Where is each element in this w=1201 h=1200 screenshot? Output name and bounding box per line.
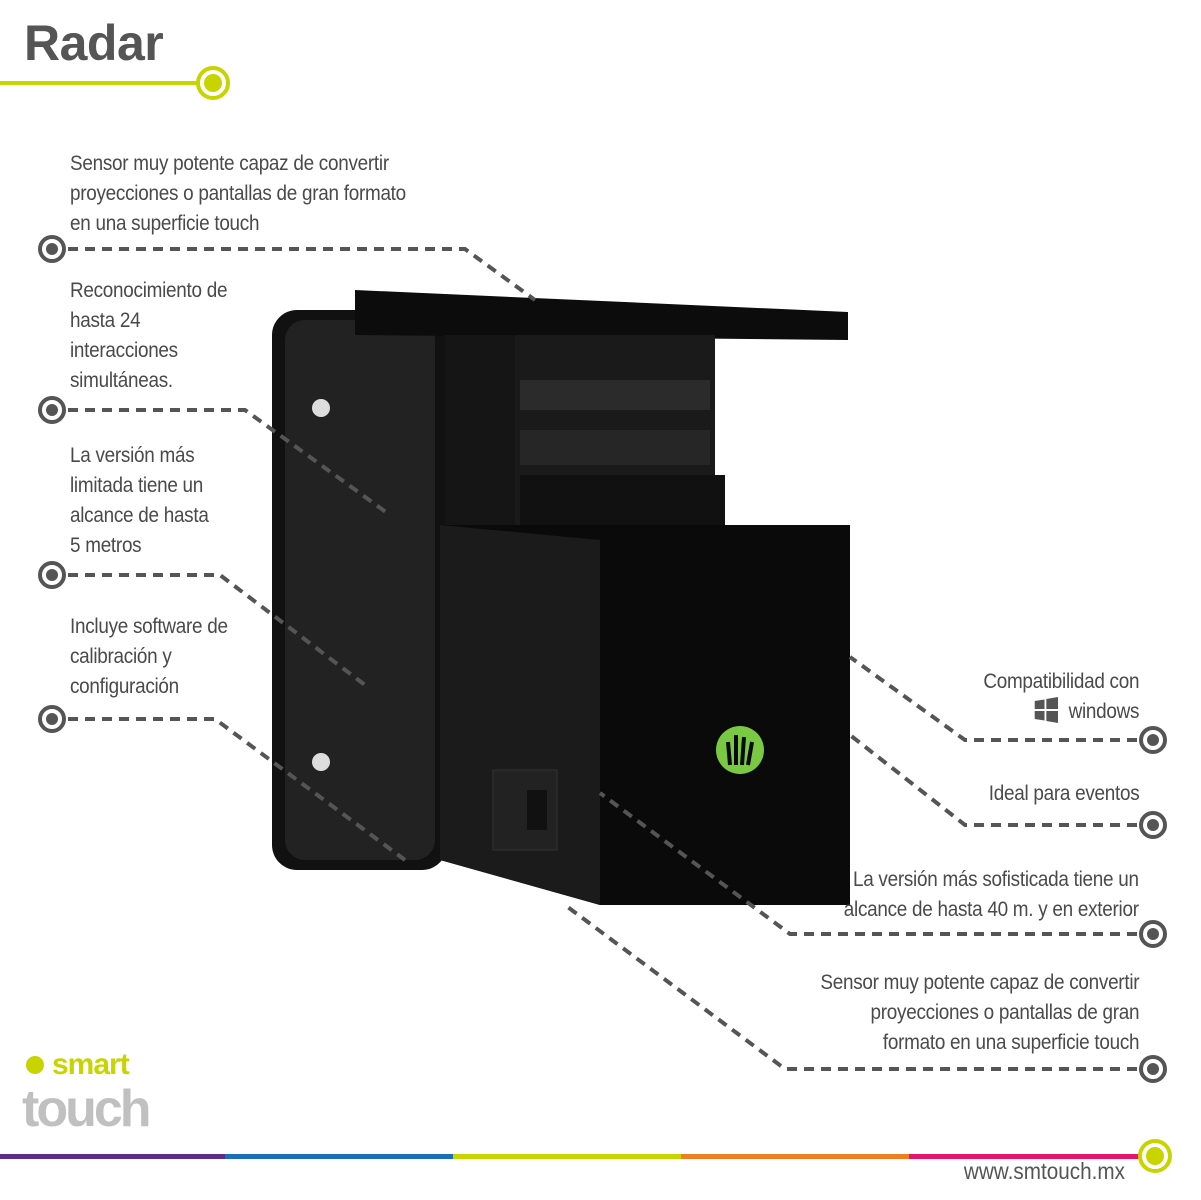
feature-label: La versión más limitada tiene un alcance…	[70, 441, 209, 561]
feature-text: interacciones	[70, 339, 178, 362]
bullet-icon	[38, 705, 66, 733]
radar-device-image	[272, 290, 850, 905]
feature-text: proyecciones o pantallas de gran	[870, 1001, 1139, 1024]
logo-text-touch: touch	[22, 1080, 152, 1138]
bullet-icon	[1139, 811, 1167, 839]
bullet-icon	[1139, 920, 1167, 948]
title-bullet-dot	[204, 74, 222, 92]
page-title: Radar	[24, 15, 164, 71]
feature-label: Sensor muy potente capaz de convertir pr…	[820, 968, 1139, 1058]
feature-text: Sensor muy potente capaz de convertir	[820, 971, 1139, 994]
feature-label: Compatibilidad con windows	[983, 667, 1139, 727]
bullet-icon	[38, 561, 66, 589]
leader-lines	[68, 247, 1137, 1071]
bullet-icon	[38, 396, 66, 424]
feature-text: formato en una superficie touch	[882, 1031, 1140, 1054]
windows-icon	[1034, 697, 1058, 723]
feature-text: Ideal para eventos	[988, 782, 1139, 805]
feature-label: Sensor muy potente capaz de convertir pr…	[70, 149, 406, 239]
feature-text: La versión más	[70, 444, 195, 467]
feature-label: La versión más sofisticada tiene un alca…	[844, 865, 1139, 925]
feature-text: windows	[1068, 700, 1139, 723]
smart-touch-logo: smart touch	[22, 1050, 202, 1140]
feature-text: calibración y	[70, 645, 172, 668]
feature-label: Incluye software de calibración y config…	[70, 612, 228, 702]
feature-text: La versión más sofisticada tiene un	[853, 868, 1139, 891]
feature-text: en una superficie touch	[70, 212, 260, 235]
logo-hand-icon	[26, 1056, 44, 1074]
feature-label: Ideal para eventos	[988, 779, 1139, 809]
feature-text: alcance de hasta 40 m. y en exterior	[844, 898, 1139, 921]
feature-text: proyecciones o pantallas de gran formato	[70, 182, 406, 205]
feature-text: Sensor muy potente capaz de convertir	[70, 152, 389, 175]
footer-color-bar	[0, 1139, 1172, 1173]
feature-text: limitada tiene un	[70, 474, 204, 497]
feature-text: hasta 24	[70, 309, 141, 332]
hand-logo-icon	[716, 726, 764, 774]
feature-text: alcance de hasta	[70, 504, 209, 527]
title-bullet-icon	[196, 66, 230, 100]
feature-text: Incluye software de	[70, 615, 228, 638]
feature-text: simultáneas.	[70, 369, 173, 392]
feature-text: 5 metros	[70, 534, 142, 557]
logo-text-smart: smart	[52, 1048, 130, 1081]
bullets	[38, 235, 1167, 1083]
website-link[interactable]: www.smtouch.mx	[963, 1158, 1125, 1184]
feature-label: Reconocimiento de hasta 24 interacciones…	[70, 276, 227, 396]
feature-text: Compatibilidad con	[983, 670, 1139, 693]
bullet-icon	[1139, 726, 1167, 754]
feature-text: configuración	[70, 675, 179, 698]
bullet-icon	[38, 235, 66, 263]
bullet-icon	[1139, 1055, 1167, 1083]
feature-text: Reconocimiento de	[70, 279, 228, 302]
